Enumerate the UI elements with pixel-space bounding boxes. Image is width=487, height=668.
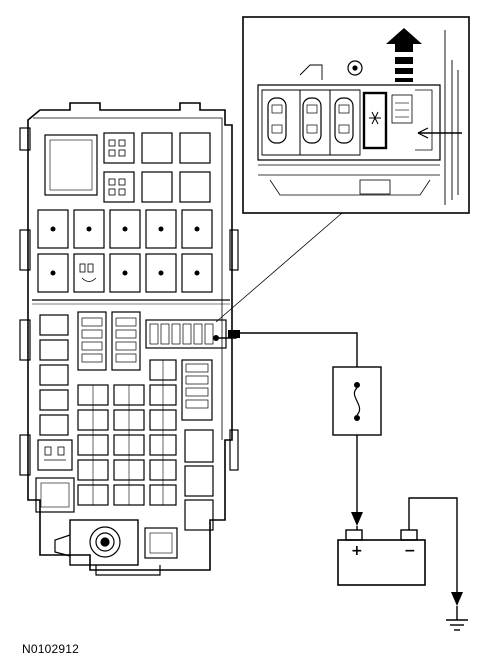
ground-icon	[446, 606, 468, 631]
figure-reference-code: N0102912	[22, 642, 79, 656]
battery-positive-label: +	[351, 543, 363, 559]
up-arrow-icon	[386, 28, 422, 82]
fuse-box	[19, 102, 239, 576]
test-circuit	[213, 330, 468, 631]
fuse-icon	[332, 366, 382, 436]
battery-negative-label: −	[404, 543, 416, 559]
zoom-callout	[215, 16, 470, 323]
